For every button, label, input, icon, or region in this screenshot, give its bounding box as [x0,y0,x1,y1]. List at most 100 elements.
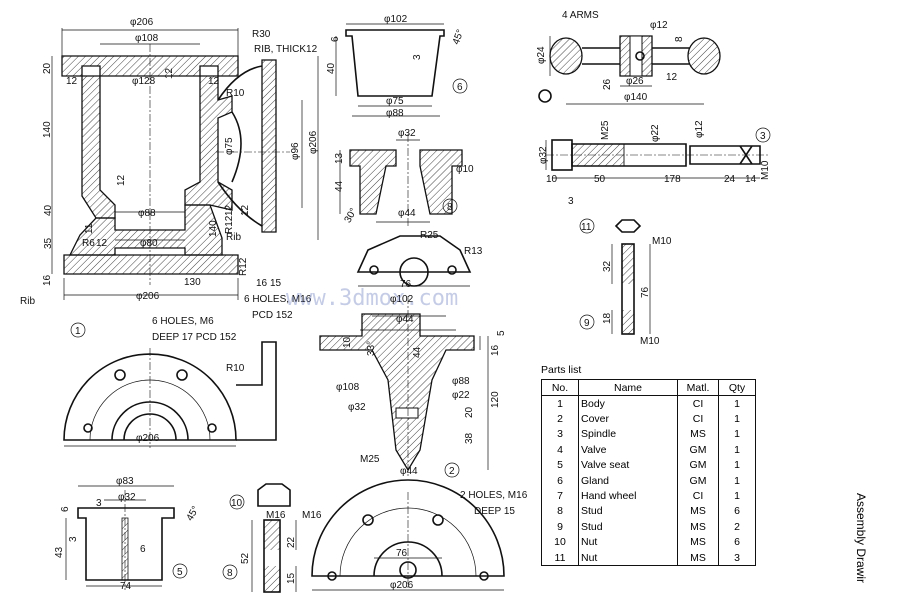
dim-text: 26 [602,78,613,90]
seat-view: φ83 φ32 3 6 45° 43 3 6 74 5 [54,476,202,592]
cell-no: 10 [541,534,579,550]
dim-text: 52 [240,552,251,564]
dim-text: 178 [664,174,681,185]
dim-text: 140 [208,220,219,237]
dim-text: φ32 [398,128,416,139]
dim-text: 12 [224,204,235,216]
dim-text: 33° [366,341,377,356]
cell-no: 11 [541,549,579,567]
dim-text: M25 [360,454,380,465]
cell-no: 4 [541,442,579,458]
cell-name: Hand wheel [578,488,678,504]
dim-text: R12 [224,215,235,234]
cell-name: Gland [578,472,678,489]
cell-no: 8 [541,503,579,520]
dim-text: 40 [326,62,337,74]
dim-text: φ102 [384,14,408,25]
note-text: φ206 [390,580,414,591]
dim-text: 76 [640,286,651,298]
dim-text: M10 [640,336,660,347]
cell-qty: 1 [718,411,756,427]
dim-text: 10 [342,336,353,348]
dim-text: 12 [96,238,108,249]
dim-text: 12 [116,174,127,186]
cell-no: 6 [541,472,579,489]
handwheel-view: 4 ARMS φ12 φ24 8 26 φ26 12 φ140 [536,10,721,105]
cell-qty: 6 [718,534,756,550]
part-number-8: 8 [227,568,233,579]
dim-text: φ32 [538,146,549,164]
dim-text: 38 [464,432,475,444]
dim-text: φ88 [386,108,404,119]
dim-text: M10 [760,160,771,180]
dim-text: 3 [412,54,423,60]
cell-qty: 1 [718,426,756,443]
dim-text: 44 [412,346,423,358]
dim-text: 35 [43,237,54,249]
body-plan-view [63,341,277,448]
body-branch-outline [217,65,263,227]
parts-list-caption: Parts list [541,364,582,376]
note-text: 6 HOLES, M6 [152,316,214,327]
dim-text: φ12 [650,20,668,31]
dim-text: 15 [270,278,282,289]
dim-text: 14 [745,174,757,185]
cell-no: 9 [541,519,579,535]
dim-text: R12 [238,257,249,276]
note-text: φ206 [136,433,160,444]
dim-text: 30° [343,206,360,225]
dim-text: φ32 [118,492,136,503]
cell-qty: 2 [718,519,756,535]
part-number-circle [70,322,86,338]
dim-text: 13 [334,152,345,164]
cell-name: Cover [578,411,678,427]
dim-text: φ24 [536,46,547,64]
nut-stud-view: M16 M16 22 52 15 10 8 [222,483,322,593]
cell-material: CI [677,395,719,412]
dim-text: φ102 [390,294,414,305]
note-text: 2 HOLES, M16 [460,490,528,501]
cell-material: GM [677,472,719,489]
valve-dimension-text: R25 R13 76 φ102 φ44 10 33° 44 16 5 φ108 … [336,230,507,478]
part-number-11: 11 [581,222,592,233]
dim-text: φ22 [650,124,661,142]
dim-text: M10 [652,236,672,247]
dim-text: φ108 [135,33,159,44]
dim-text: Rib [226,232,241,243]
dim-text: 5 [496,330,507,336]
dim-text: 3 [568,196,574,207]
dim-text: 10 [546,174,558,185]
cell-material: MS [677,503,719,520]
cell-no: 7 [541,488,579,504]
dim-text: 22 [286,536,297,548]
dim-text: 44 [334,180,345,192]
dim-text: 3 [68,536,79,542]
cell-material: CI [677,411,719,427]
part-number-5: 6 [457,82,463,93]
dim-text: 76 [400,279,412,290]
dim-text: φ206 [136,291,160,302]
dim-text: φ206 [308,130,319,154]
dim-text: 6 HOLES, M16 [244,294,312,305]
cell-material: MS [677,426,719,443]
cell-no: 2 [541,411,579,427]
dim-text: 15 [286,572,297,584]
dim-text: φ128 [132,76,156,87]
dim-text: 120 [490,391,501,408]
part-number-3: 3 [760,131,766,142]
cell-material: MS [677,549,719,567]
dim-text: 16 [256,278,268,289]
cell-qty: 1 [718,442,756,458]
body-dimension-text: φ206 φ108 R30 RIB, THICK12 20 12 φ128 12… [20,17,319,321]
dim-text: 18 [602,312,613,324]
cell-qty: 6 [718,503,756,520]
body-bottom-flange [63,254,239,275]
